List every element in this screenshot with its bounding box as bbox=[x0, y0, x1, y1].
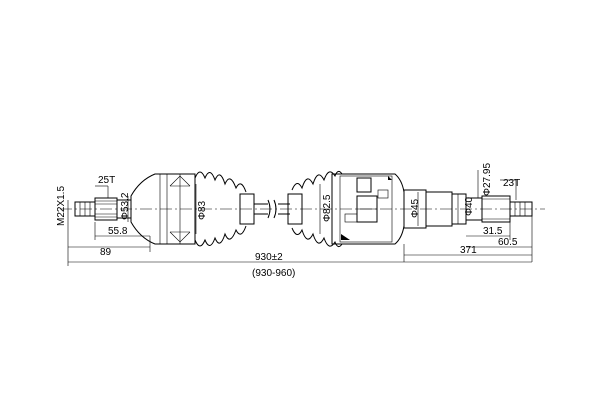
len-89-label: 89 bbox=[100, 247, 112, 258]
left-boot bbox=[194, 171, 255, 247]
length-range-label: (930-960) bbox=[252, 268, 295, 279]
dimension-lines bbox=[67, 170, 533, 266]
dia-45-label: Φ45 bbox=[410, 198, 421, 218]
left-thread-end bbox=[74, 201, 96, 217]
total-length-label: 930±2 bbox=[255, 252, 283, 263]
len-31-5-label: 31.5 bbox=[483, 226, 503, 237]
right-cv-joint-housing bbox=[331, 173, 405, 245]
thread-label: M22X1.5 bbox=[56, 186, 67, 226]
right-boot bbox=[287, 170, 343, 248]
spline-left-label: 25T bbox=[98, 175, 115, 186]
len-60-5-label: 60.5 bbox=[498, 237, 518, 248]
dia-83-label: Φ83 bbox=[197, 200, 208, 220]
left-cv-joint-housing bbox=[130, 173, 196, 245]
len-55-8-label: 55.8 bbox=[108, 226, 128, 237]
dia-82-5-label: Φ82.5 bbox=[322, 194, 333, 222]
dia-40-label: Φ40 bbox=[464, 196, 475, 216]
dia-left-boss-label: Φ53.2 bbox=[120, 192, 131, 220]
len-371-label: 371 bbox=[460, 245, 477, 256]
right-stub-shaft bbox=[403, 189, 533, 229]
dia-27-95-label: Φ27.95 bbox=[482, 163, 493, 196]
spline-right-label: 23T bbox=[503, 178, 520, 189]
